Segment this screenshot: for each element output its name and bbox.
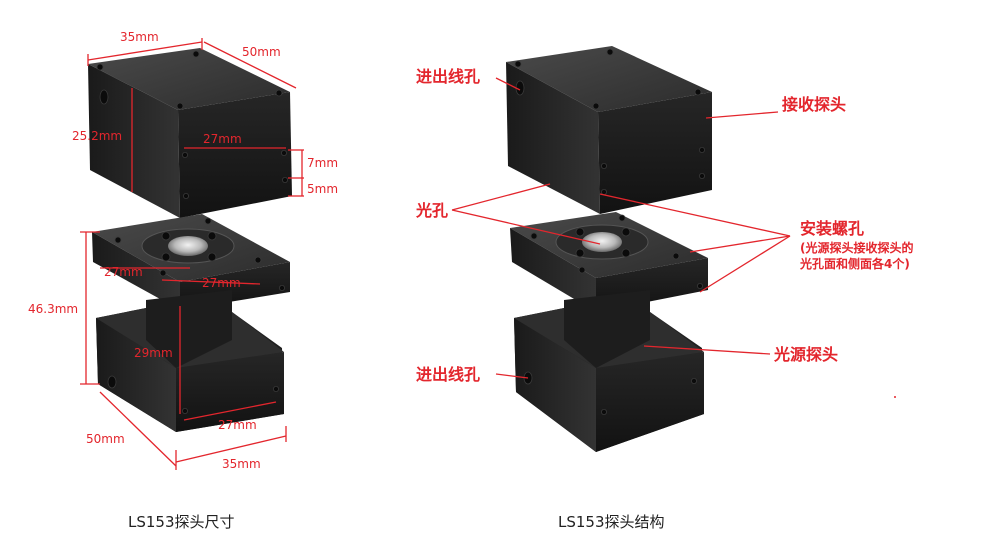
dim-bottom-width: 35mm — [222, 457, 261, 471]
dim-top-height: 25.2mm — [72, 129, 122, 143]
left-caption: LS153探头尺寸 — [128, 513, 235, 531]
label-cable-hole-top: 进出线孔 — [416, 67, 480, 86]
dim-top-hole-offset-b: 5mm — [307, 182, 338, 196]
dim-top-depth: 50mm — [242, 45, 281, 59]
label-mount-holes: 安装螺孔 — [800, 219, 864, 238]
dim-plate-spacing-x: 27mm — [104, 265, 143, 279]
left-source-base — [96, 308, 284, 432]
dim-top-hole-spacing: 27mm — [203, 132, 242, 146]
label-cable-hole-bottom: 进出线孔 — [416, 365, 480, 384]
label-optical-hole: 光孔 — [415, 201, 448, 220]
left-receiver-block — [88, 48, 292, 218]
right-leader-lines — [451, 77, 791, 379]
dim-top-width: 35mm — [120, 30, 159, 44]
dim-total-height: 46.3mm — [28, 302, 78, 316]
dim-plate-spacing-y: 27mm — [202, 276, 241, 290]
left-figure: 35mm 50mm 25.2mm 27mm 7mm 5mm 27mm 27mm … — [28, 30, 338, 531]
dim-top-hole-offset-a: 7mm — [307, 156, 338, 170]
left-dimension-lines — [80, 38, 304, 470]
label-receiver-probe: 接收探头 — [782, 95, 846, 114]
right-receiver-block — [506, 46, 712, 214]
dim-bottom-depth: 50mm — [86, 432, 125, 446]
dim-bottom-hole-spacing: 27mm — [218, 418, 257, 432]
dim-stem-height: 29mm — [134, 346, 173, 360]
stray-dot — [894, 396, 896, 398]
right-figure: 进出线孔 接收探头 光孔 安装螺孔 (光源探头接收探头的 光孔面和侧面各4个) … — [415, 46, 914, 531]
right-source-base — [514, 308, 704, 452]
label-light-source-probe: 光源探头 — [773, 345, 838, 364]
label-mount-note-1: (光源探头接收探头的 — [800, 240, 914, 255]
right-caption: LS153探头结构 — [558, 513, 665, 531]
left-optical-plate — [92, 214, 290, 310]
label-mount-note-2: 光孔面和侧面各4个) — [799, 256, 910, 271]
